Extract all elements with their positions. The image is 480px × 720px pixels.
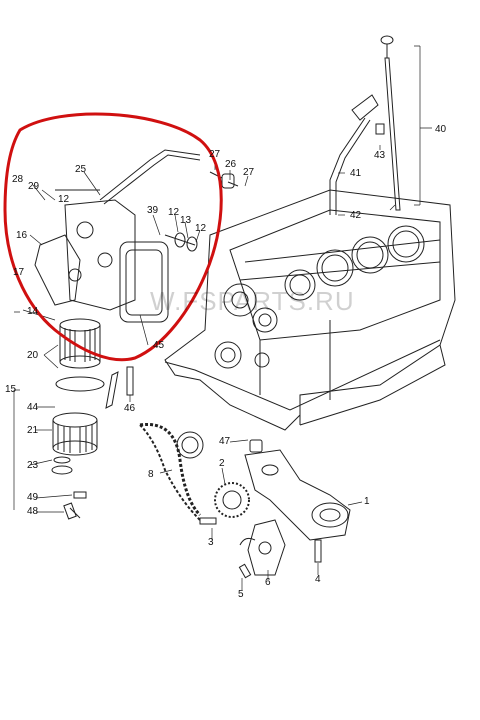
- callout-3: 3: [208, 537, 214, 548]
- oil-pump: [238, 439, 351, 579]
- callout-17: 17: [13, 267, 25, 278]
- callout-27-b: 27: [243, 167, 255, 178]
- callout-46: 46: [124, 403, 136, 414]
- callout-12-b: 12: [168, 207, 180, 218]
- timing-chain-drive: [139, 422, 250, 525]
- callout-29: 29: [28, 181, 40, 192]
- callout-13: 13: [180, 215, 192, 226]
- watermark: W.FSPARTS.RU: [150, 286, 355, 316]
- red-highlight-circle: [3, 112, 223, 362]
- callout-47: 47: [219, 436, 231, 447]
- oil-filter-parts: [51, 318, 134, 520]
- callout-15: 15: [5, 384, 17, 395]
- callout-45: 45: [153, 340, 165, 351]
- callout-43: 43: [374, 150, 386, 161]
- callout-23: 23: [27, 460, 39, 471]
- callout-2: 2: [219, 458, 225, 469]
- callout-12-c: 12: [195, 223, 207, 234]
- callout-27-a: 27: [209, 149, 221, 160]
- callout-4: 4: [315, 574, 321, 585]
- callout-16: 16: [16, 230, 28, 241]
- leader-lines: [13, 45, 432, 590]
- callout-20: 20: [27, 350, 39, 361]
- cylinder-bores: [214, 225, 425, 369]
- callout-5: 5: [238, 589, 244, 600]
- callout-25: 25: [75, 164, 87, 175]
- callout-44: 44: [27, 402, 39, 413]
- callout-8: 8: [148, 469, 154, 480]
- callout-14: 14: [27, 306, 39, 317]
- callout-42: 42: [350, 210, 362, 221]
- callout-1: 1: [364, 496, 370, 507]
- callout-39: 39: [147, 205, 159, 216]
- callout-48: 48: [27, 506, 39, 517]
- callout-41: 41: [350, 168, 362, 179]
- oil-filter-housing: [34, 149, 239, 323]
- callout-26: 26: [225, 159, 237, 170]
- callout-12-a: 12: [58, 194, 70, 205]
- callout-6: 6: [265, 577, 271, 588]
- callout-28: 28: [12, 174, 24, 185]
- callout-40: 40: [435, 124, 447, 135]
- callout-21: 21: [27, 425, 39, 436]
- dipstick-assembly: [329, 35, 401, 215]
- callout-49: 49: [27, 492, 39, 503]
